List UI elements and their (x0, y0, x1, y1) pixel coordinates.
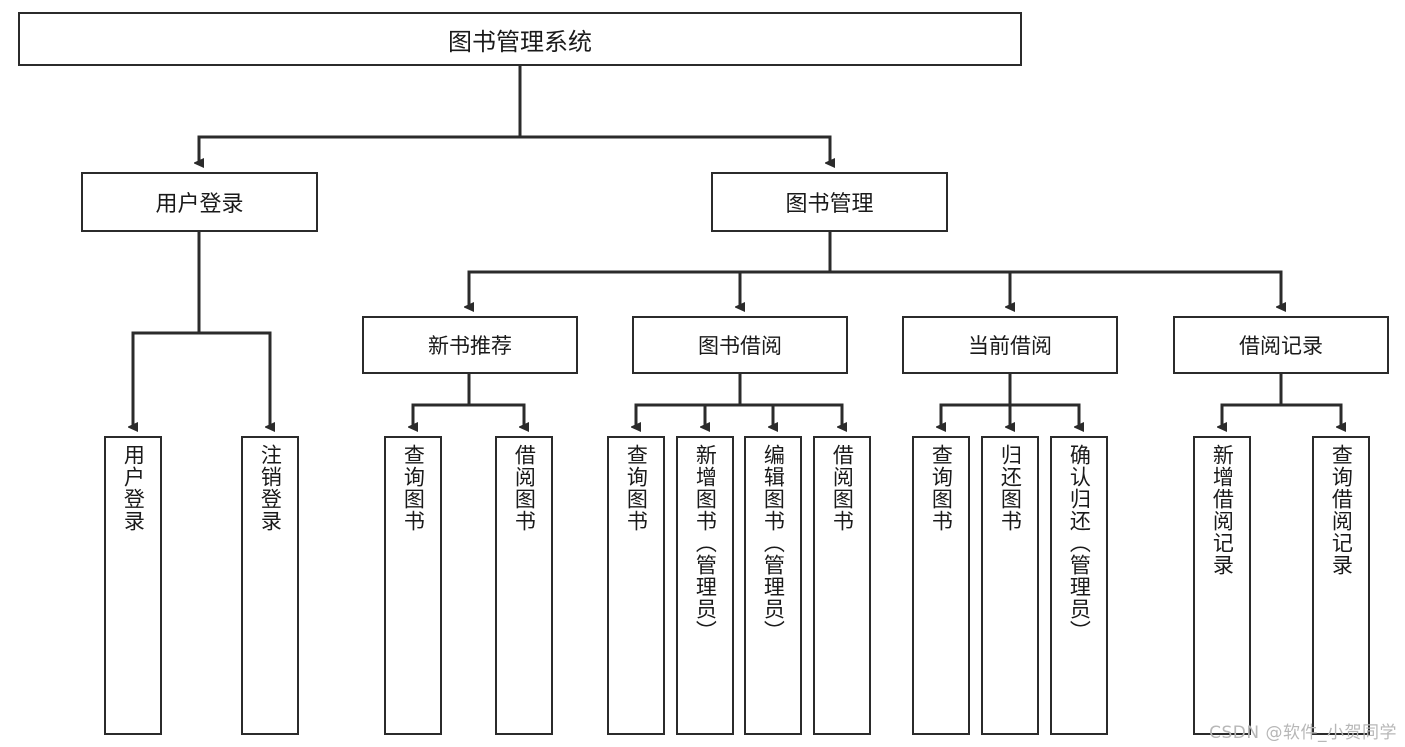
node-label: 图书借阅 (698, 334, 782, 358)
node-label: 图书管理系统 (448, 27, 592, 56)
leaf-label: 确认归还（管理员） (1067, 444, 1092, 642)
leaf-borrow-record-add[interactable]: 新增借阅记录 (1193, 436, 1251, 735)
csdn-watermark: CSDN @软件_小贺同学 (1209, 723, 1397, 743)
leaf-book-borrow-borrow[interactable]: 借阅图书 (813, 436, 871, 735)
node-borrow-record[interactable]: 借阅记录 (1173, 316, 1389, 374)
leaf-label: 查询图书 (929, 444, 954, 532)
leaf-label: 新增借阅记录 (1210, 444, 1235, 576)
leaf-label: 借阅图书 (830, 444, 855, 532)
node-label: 新书推荐 (428, 334, 512, 358)
node-label: 用户登录 (155, 192, 244, 217)
leaf-label: 查询借阅记录 (1329, 444, 1354, 576)
leaf-book-borrow-edit[interactable]: 编辑图书（管理员） (744, 436, 802, 735)
node-label: 当前借阅 (968, 334, 1052, 358)
leaf-label: 归还图书 (998, 444, 1023, 532)
leaf-label: 查询图书 (401, 444, 426, 532)
leaf-book-borrow-add[interactable]: 新增图书（管理员） (676, 436, 734, 735)
leaf-label: 查询图书 (624, 444, 649, 532)
leaf-label: 用户登录 (121, 444, 146, 532)
node-book-management[interactable]: 图书管理 (711, 172, 948, 232)
leaf-borrow-record-query[interactable]: 查询借阅记录 (1312, 436, 1370, 735)
node-label: 图书管理 (785, 192, 874, 217)
node-new-book-recommend[interactable]: 新书推荐 (362, 316, 578, 374)
leaf-logout[interactable]: 注销登录 (241, 436, 299, 735)
node-current-borrow[interactable]: 当前借阅 (902, 316, 1118, 374)
leaf-current-borrow-confirm[interactable]: 确认归还（管理员） (1050, 436, 1108, 735)
node-user-login[interactable]: 用户登录 (81, 172, 318, 232)
leaf-new-book-borrow[interactable]: 借阅图书 (495, 436, 553, 735)
leaf-label: 新增图书（管理员） (693, 444, 718, 642)
leaf-current-borrow-query[interactable]: 查询图书 (912, 436, 970, 735)
leaf-book-borrow-query[interactable]: 查询图书 (607, 436, 665, 735)
leaf-user-login[interactable]: 用户登录 (104, 436, 162, 735)
leaf-new-book-query[interactable]: 查询图书 (384, 436, 442, 735)
leaf-label: 注销登录 (258, 444, 283, 532)
node-book-borrow[interactable]: 图书借阅 (632, 316, 848, 374)
leaf-current-borrow-return[interactable]: 归还图书 (981, 436, 1039, 735)
node-label: 借阅记录 (1239, 334, 1323, 358)
leaf-label: 编辑图书（管理员） (761, 444, 786, 642)
node-root-system[interactable]: 图书管理系统 (18, 12, 1022, 66)
leaf-label: 借阅图书 (512, 444, 537, 532)
